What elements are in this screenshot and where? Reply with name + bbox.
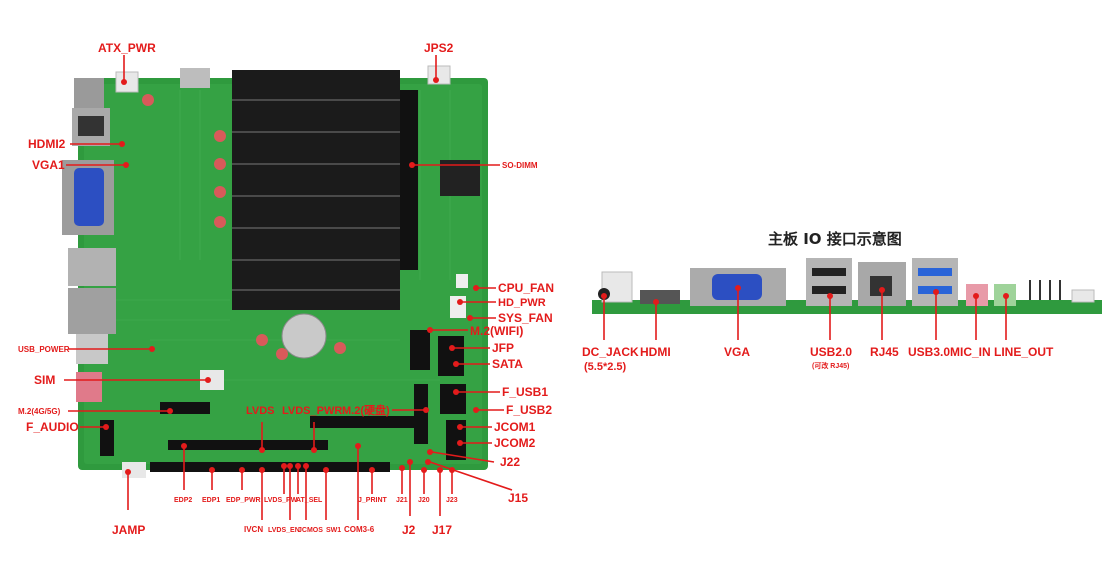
label-at-sel: AT_SEL [296, 497, 323, 504]
label-f-usb2: F_USB2 [506, 403, 552, 417]
label-j20: J20 [418, 497, 430, 504]
label-m2-4g5g: M.2(4G/5G) [18, 407, 61, 416]
label-lvds-pwr: LVDS_PWR [282, 405, 342, 417]
label-f-usb1: F_USB1 [502, 385, 548, 399]
board-labels: ATX_PWR JPS2 HDMI2 VGA1 SO-DIMM CPU_FAN … [18, 41, 554, 537]
label-edp1: EDP1 [202, 497, 220, 504]
io-diagram-title: 主板 IO 接口示意图 [768, 230, 902, 248]
usb-port-left [68, 248, 116, 286]
label-jps2: JPS2 [424, 41, 454, 55]
label-edp2: EDP2 [174, 497, 192, 504]
label-jcmos: JCMOS [298, 527, 323, 534]
label-j-print: J_PRINT [358, 497, 388, 504]
label-jamp: JAMP [112, 523, 145, 537]
rj45-port-left [68, 288, 116, 334]
cmos-battery [281, 313, 327, 359]
label-lvds: LVDS [246, 405, 275, 417]
label-hdmi: HDMI [640, 345, 671, 359]
label-ivcn: IVCN [244, 525, 263, 534]
label-dc-jack-spec: (5.5*2.5) [584, 361, 627, 373]
label-usb20-note: (可改 RJ45) [812, 361, 849, 370]
label-m2-disk: M.2(硬盘) [342, 403, 390, 417]
label-j15: J15 [508, 491, 528, 505]
heatsink [232, 70, 400, 310]
so-dimm-slot [400, 90, 418, 270]
label-usb30: USB3.0 [908, 345, 950, 359]
label-lvds-en: LVDS_EN [268, 527, 300, 534]
label-sim: SIM [34, 373, 55, 387]
label-mic-in: MIC_IN [950, 345, 991, 359]
hdmi-connector [640, 290, 680, 304]
audio-jack-left [76, 372, 102, 402]
label-j2: J2 [402, 523, 416, 537]
label-sata: SATA [492, 357, 523, 371]
label-j23: J23 [446, 497, 458, 504]
label-j17: J17 [432, 523, 452, 537]
label-sw1: SW1 [326, 527, 341, 534]
io-panel-image [592, 258, 1102, 314]
board-leader-lines [64, 55, 513, 520]
label-f-audio: F_AUDIO [26, 420, 79, 434]
label-so-dimm: SO-DIMM [502, 161, 538, 170]
label-line-out: LINE_OUT [994, 345, 1054, 359]
label-edp-pwr: EDP_PWR [226, 497, 261, 504]
label-usb20: USB2.0 [810, 345, 852, 359]
io-chip [440, 160, 480, 196]
label-m2-wifi: M.2(WIFI) [470, 324, 523, 338]
label-vga1: VGA1 [32, 158, 65, 172]
label-sys-fan: SYS_FAN [498, 311, 553, 325]
label-atx-pwr: ATX_PWR [98, 41, 156, 55]
label-vga: VGA [724, 345, 750, 359]
io-labels: DC_JACK (5.5*2.5) HDMI VGA USB2.0 (可改 RJ… [582, 345, 1054, 373]
motherboard-image [62, 65, 488, 478]
label-usb-power: USB_POWER [18, 345, 70, 354]
label-jcom1: JCOM1 [494, 420, 536, 434]
label-dc-jack: DC_JACK [582, 345, 639, 359]
label-hd-pwr: HD_PWR [498, 297, 546, 309]
label-j22: J22 [500, 455, 520, 469]
atx-power-jack [74, 78, 104, 108]
label-hdmi2: HDMI2 [28, 137, 66, 151]
label-cpu-fan: CPU_FAN [498, 281, 554, 295]
label-com3-6: COM3-6 [344, 525, 375, 534]
usb30-connector [912, 258, 958, 306]
io-leader-lines [601, 285, 1009, 340]
label-j21: J21 [396, 497, 408, 504]
label-jcom2: JCOM2 [494, 436, 536, 450]
label-jfp: JFP [492, 341, 514, 355]
label-rj45: RJ45 [870, 345, 899, 359]
label-lvds-pw: LVDS_PW [264, 497, 298, 504]
